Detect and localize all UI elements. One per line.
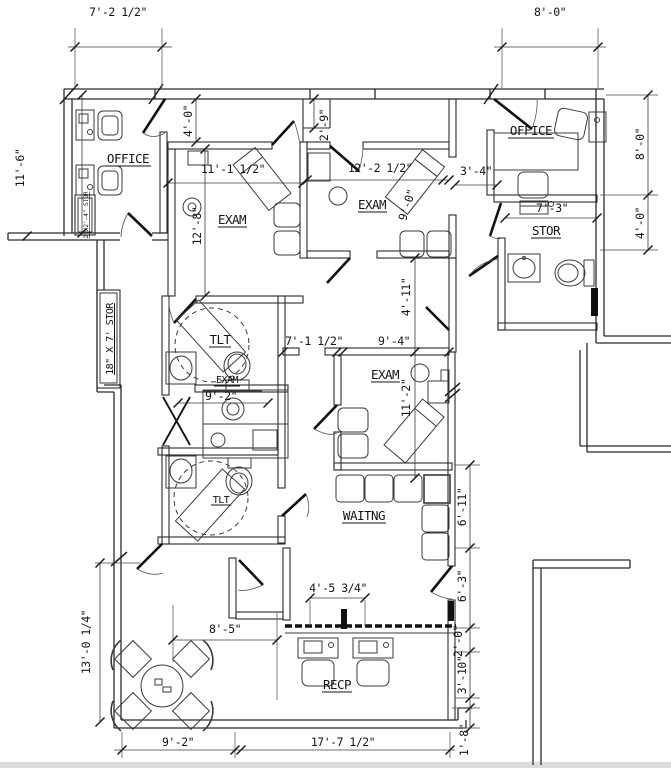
label-exam-lab: EXAM: [216, 375, 239, 386]
waiting-sofas: [335, 474, 451, 561]
door-vestibule: [238, 559, 264, 586]
dimension-lines: [21, 28, 658, 758]
label-storage-right: STOR: [532, 223, 561, 238]
door-exam3: [313, 404, 338, 430]
office-left-workstation-1: [75, 109, 123, 141]
dim-recp-east-1: 2'-0": [451, 625, 465, 657]
dim-top-right-office-width: 8'-0": [534, 5, 566, 19]
door-toilet-right: [468, 254, 499, 278]
dim-corridor-top: 4'-0": [181, 105, 195, 137]
dim-recp-east-3: 1'-8": [457, 724, 471, 756]
label-exam-3: EXAM: [371, 367, 399, 382]
exam2-table: [384, 149, 446, 215]
left-storage-closet: [96, 289, 121, 389]
label-exam-1: EXAM: [218, 212, 246, 227]
dim-exam2-niche: 2'-9": [317, 109, 331, 141]
door-waiting-west: [281, 493, 307, 517]
exam3-furniture: [337, 363, 450, 464]
label-toilet-lower: TLT: [213, 495, 230, 506]
dim-exam1-width: 11'-1 1/2": [201, 162, 265, 176]
furniture: [75, 107, 607, 732]
label-office-right: OFFICE: [510, 123, 552, 138]
label-exam-2: EXAM: [358, 197, 386, 212]
exam1-chair-2: [273, 230, 301, 256]
dim-lab-width: 9'-2": [205, 389, 237, 403]
door-office-right: [493, 97, 533, 131]
label-storage-closet: 2'X2'-4" STOR: [83, 191, 90, 238]
dim-exam3-width: 9'-4": [378, 334, 410, 348]
door-panel-reception: [448, 601, 454, 621]
dim-bottom-right: 17'-7 1/2": [311, 735, 375, 749]
dim-exam1-depth: 12'-8": [190, 207, 204, 246]
dim-hall-east: 3'-4": [460, 164, 492, 178]
dim-storage-width: 7'-3": [536, 201, 568, 215]
dim-top-office-width: 7'-2 1/2": [89, 5, 147, 19]
exam1-stool: [182, 197, 202, 217]
text-labels: 7'-2 1/2" 8'-0" 11'-6" 13'-0 1/4" 4'-0" …: [13, 5, 647, 756]
page-edge: [0, 762, 671, 768]
exam1-table: [232, 146, 292, 212]
label-office-left: OFFICE: [107, 151, 149, 166]
dim-left-upper: 11'-6": [13, 149, 27, 188]
dim-exam2-width: 12'-2 1/2": [348, 161, 412, 175]
door-lab-double: [162, 396, 191, 446]
dim-business-width: 8'-5": [209, 622, 241, 636]
exam2-chair-1: [399, 230, 425, 258]
door-panel-exit: [591, 288, 598, 316]
exam2-stool: [328, 186, 348, 206]
toilet-upper-fixtures: [165, 299, 262, 392]
exam2-cabinet: [307, 152, 331, 182]
door-storage-right: [488, 202, 503, 237]
label-reception: RECP: [323, 677, 351, 692]
office-left-workstation-2: [75, 164, 123, 196]
dim-hall-mid-west: 7'-1 1/2": [285, 334, 343, 348]
door-hall-2: [425, 306, 450, 331]
toilet-right-fixtures: [507, 253, 595, 287]
door-office-left-top: [141, 98, 167, 134]
conference-table: [110, 639, 214, 732]
dim-corridor-mid: 4'-11": [399, 278, 413, 317]
dim-transaction-width: 4'-5 3/4": [309, 581, 367, 595]
reception-counter: [285, 609, 456, 687]
door-exam1: [271, 120, 295, 146]
label-toilet-upper: TLT: [209, 332, 231, 347]
dim-left-lower: 13'-0 1/4": [79, 610, 93, 674]
door-hall-1: [326, 257, 351, 284]
door-exam2: [329, 145, 360, 172]
dim-exam3-depth: 11'-2": [399, 379, 413, 418]
door-business: [136, 543, 163, 570]
label-underlines: [105, 137, 561, 693]
exam1-cabinet: [187, 150, 209, 166]
exam1-chair-1: [273, 202, 301, 228]
dim-waiting-east-lower: 6'-3": [455, 570, 469, 602]
dim-waiting-east-upper: 6'-11": [455, 488, 469, 527]
office-right-desk: [493, 107, 607, 215]
exterior-walls: [7, 83, 671, 765]
label-storage-left: 18" X 7' STOR: [105, 302, 116, 375]
door-office-left-south: [127, 212, 153, 237]
dim-recp-east-2: 3'-10": [455, 656, 469, 695]
toilet-lower-fixtures: [165, 455, 253, 542]
exam2-chair-2: [426, 230, 452, 258]
label-waiting: WAITNG: [343, 508, 385, 523]
dim-bottom-left: 9'-2": [162, 735, 194, 749]
dim-right-office-depth: 8'-0": [633, 128, 647, 160]
dim-right-storage-depth: 4'-0": [633, 207, 647, 239]
door-waiting-east: [429, 565, 454, 593]
doors: [120, 97, 598, 621]
